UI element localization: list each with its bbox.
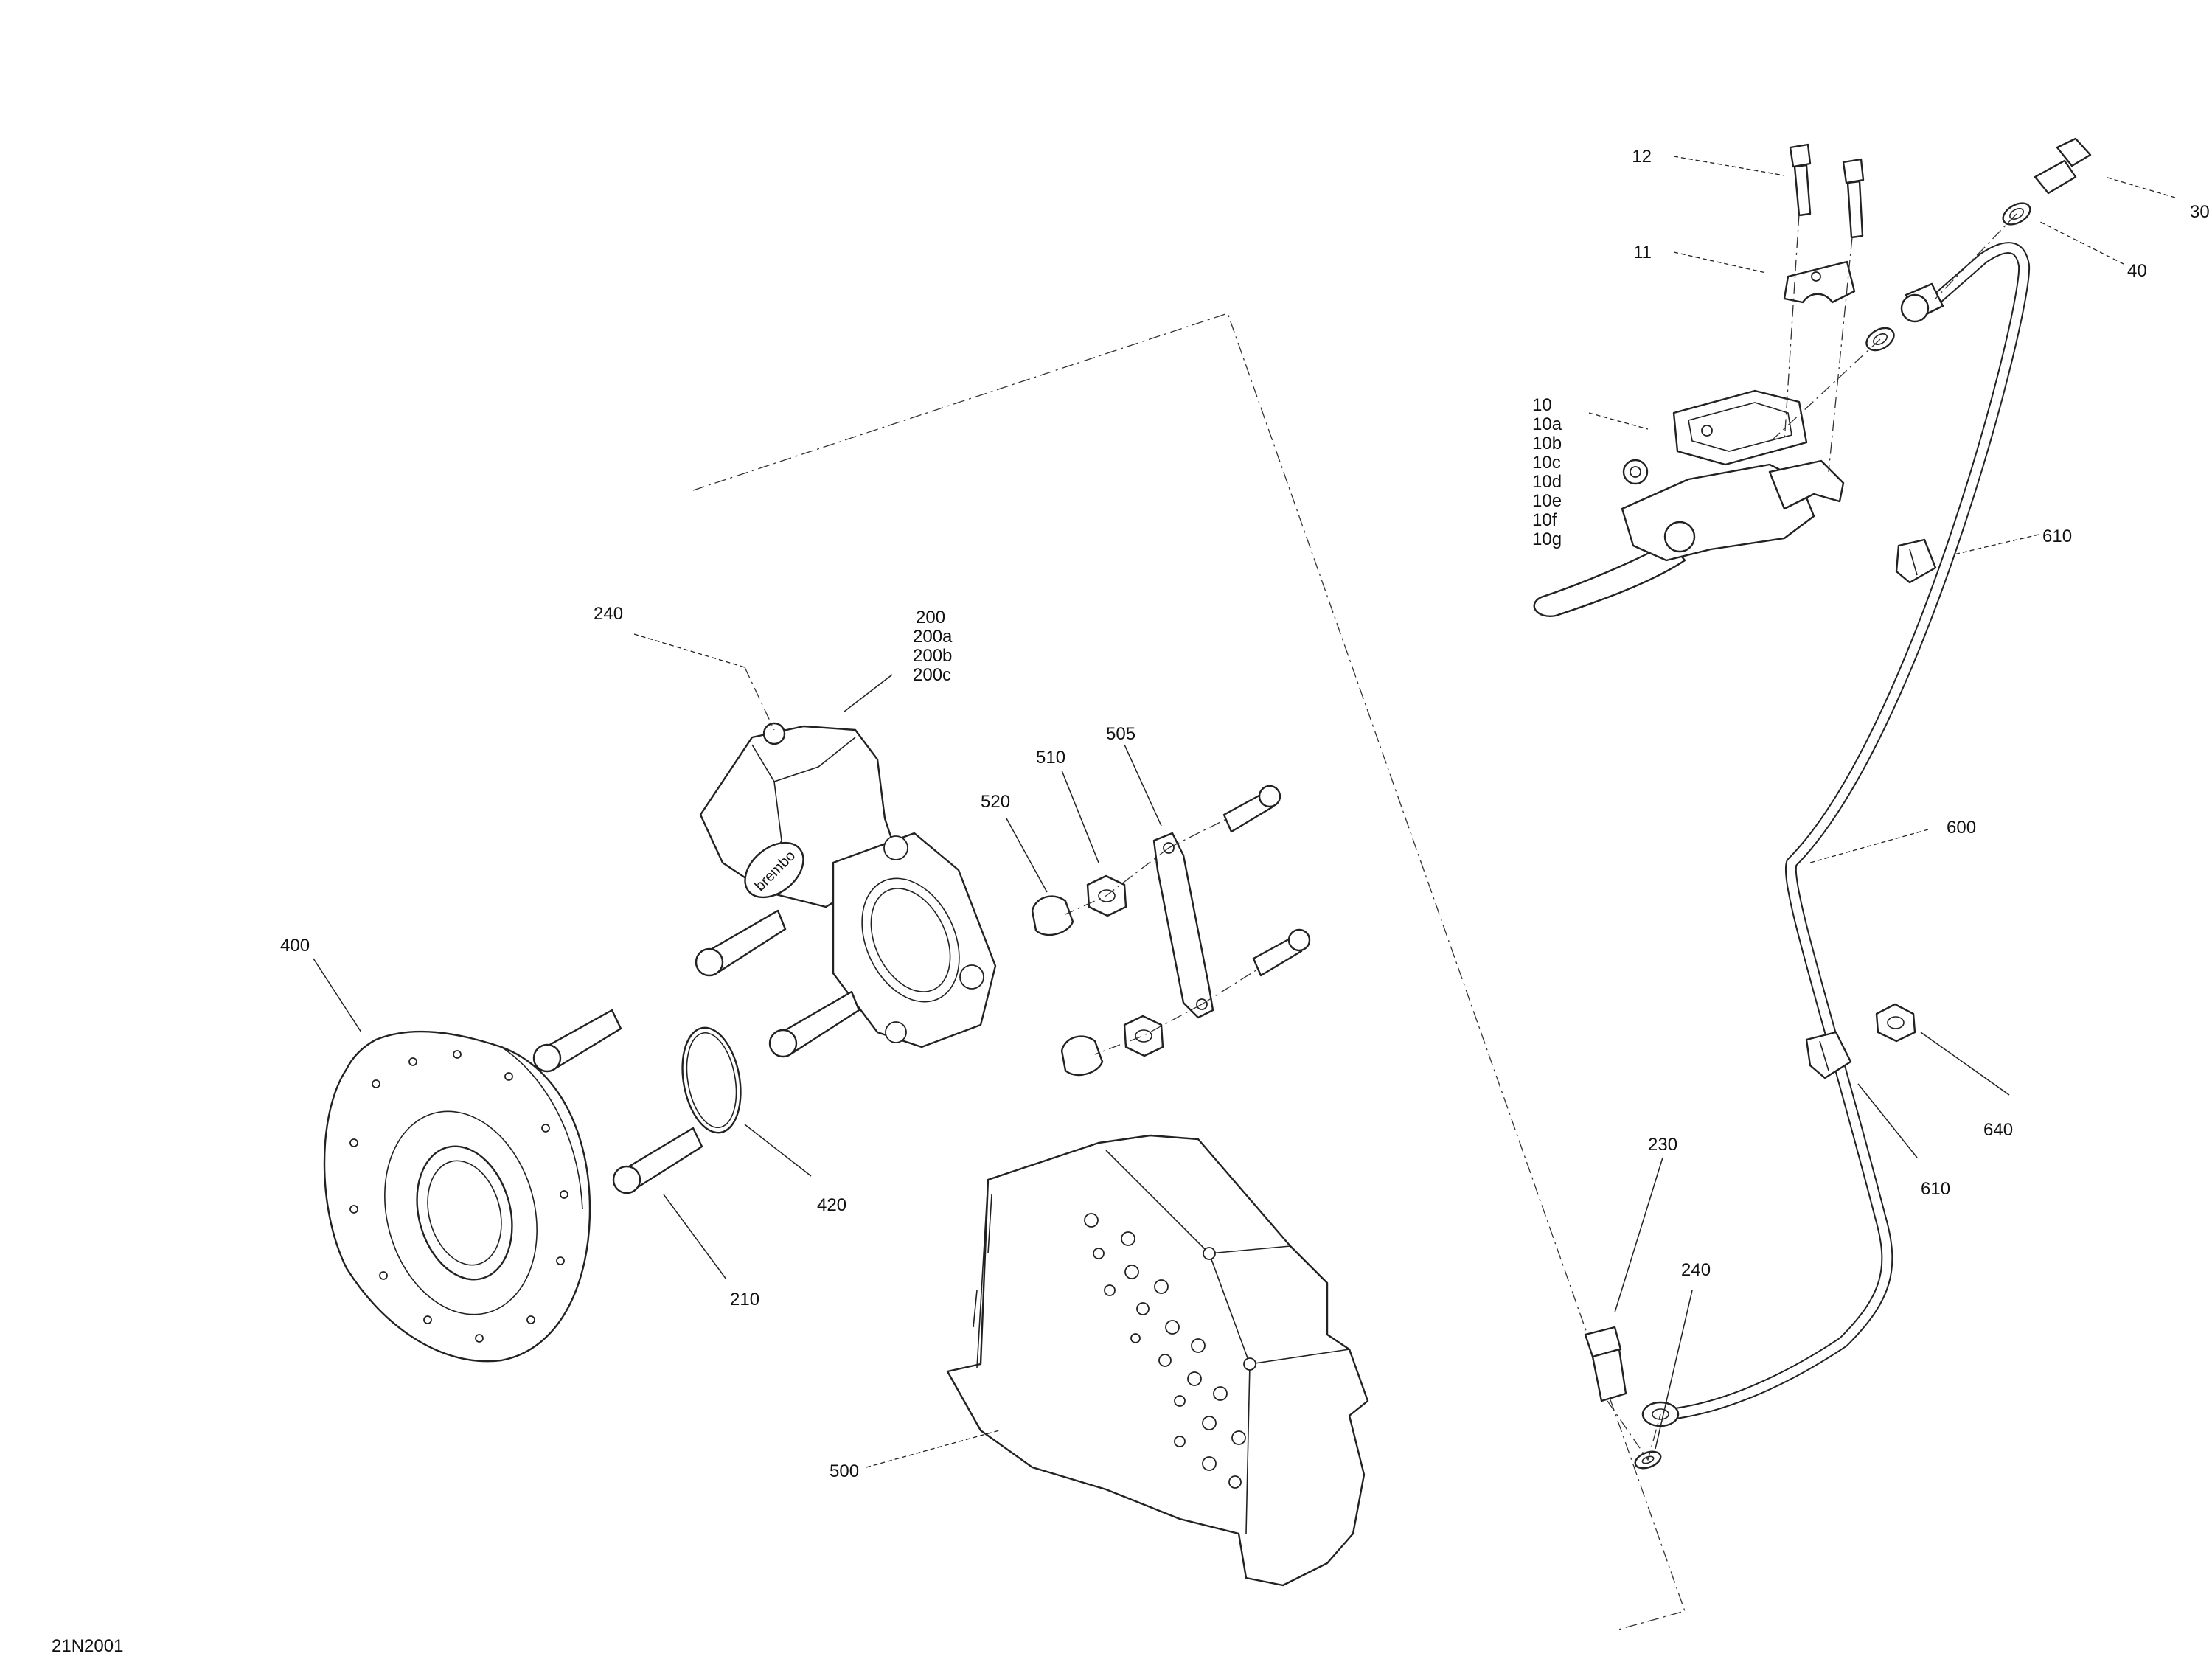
callout-10c: 10c: [1532, 453, 1561, 473]
diagram-reference-code: 21N2001: [52, 1636, 123, 1656]
disc-bolt-upper: [532, 1009, 622, 1073]
callout-200-group: 200 200a 200b 200c: [913, 608, 953, 685]
clamp-bolt-left: [1789, 143, 1812, 217]
brake-caliper: brembo: [699, 722, 997, 1048]
hose-clip-nut: [1875, 1003, 1916, 1043]
callout-10g: 10g: [1532, 529, 1562, 549]
flange-nut-lower: [1123, 1015, 1164, 1057]
callout-10b: 10b: [1532, 434, 1562, 453]
bracket-screw-lower: [1252, 928, 1311, 977]
callout-11: 11: [1633, 243, 1652, 262]
master-cylinder-assembly: [1533, 389, 1845, 617]
brake-guard-shield: [946, 1134, 1369, 1587]
hose-clip-lower: [1805, 1031, 1852, 1079]
callout-240-lower: 240: [1681, 1260, 1711, 1280]
brake-hose: [1641, 242, 2031, 1427]
callout-210: 210: [730, 1290, 759, 1310]
callout-505: 505: [1106, 724, 1135, 744]
callout-200a: 200a: [913, 627, 953, 647]
callout-10a: 10a: [1532, 414, 1562, 434]
callout-40: 40: [2127, 261, 2147, 281]
callout-520: 520: [981, 792, 1010, 812]
caliper-bolt-upper: [695, 909, 787, 977]
assembly-boundary-frame: [692, 313, 1686, 1630]
clamp-bolt-right: [1842, 158, 1865, 239]
callout-240-upper: 240: [594, 604, 623, 624]
callout-leaders: [313, 156, 2176, 1468]
callout-200c: 200c: [913, 665, 951, 685]
handlebar-clamp: [1783, 260, 1856, 304]
callout-10: 10: [1532, 395, 1552, 415]
callout-640: 640: [1983, 1120, 2013, 1140]
callout-10-group: 10 10a 10b 10c 10d 10e 10f 10g: [1532, 395, 1562, 549]
brake-disc: [323, 1030, 591, 1363]
callout-400: 400: [280, 936, 310, 956]
caliper-bolt-lower: [768, 990, 860, 1058]
callout-610-lower: 610: [1921, 1179, 1950, 1199]
callout-420: 420: [817, 1195, 846, 1215]
callout-510: 510: [1036, 748, 1065, 768]
o-ring: [681, 1026, 742, 1134]
callout-12: 12: [1632, 147, 1652, 167]
callout-200b: 200b: [913, 646, 952, 666]
banjo-bolt: [2034, 137, 2092, 195]
nut-cap-upper: [1031, 895, 1074, 936]
guard-bracket: [1152, 832, 1214, 1019]
disc-bolt-lower: [612, 1127, 703, 1194]
callout-230: 230: [1648, 1135, 1677, 1155]
hose-clip-upper: [1895, 538, 1937, 584]
callout-labels: 12 11 30 40 10 10a 10b 10c 10d 10e 10f 1…: [280, 147, 2210, 1481]
callout-610-upper: 610: [2042, 526, 2072, 546]
bracket-screw-upper: [1222, 785, 1281, 833]
callout-500: 500: [830, 1461, 859, 1481]
callout-30: 30: [2190, 202, 2210, 222]
callout-200: 200: [916, 608, 945, 627]
callout-10f: 10f: [1532, 510, 1557, 530]
nut-cap-lower: [1060, 1035, 1104, 1077]
callout-600: 600: [1947, 818, 1976, 838]
callout-10d: 10d: [1532, 472, 1562, 492]
callout-10e: 10e: [1532, 491, 1562, 511]
caliper-banjo-bolt: [1584, 1326, 1627, 1402]
